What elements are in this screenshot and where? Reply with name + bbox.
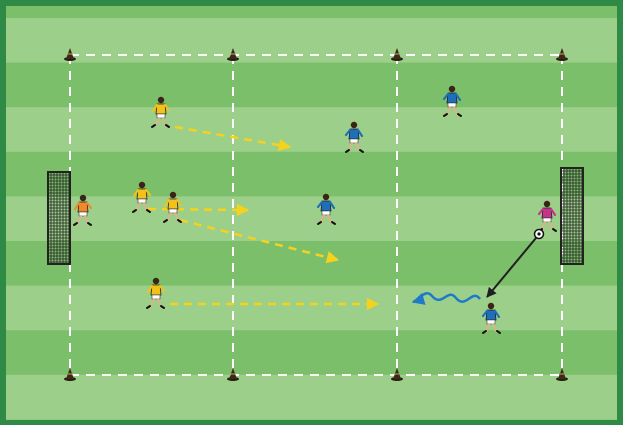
goal-icon bbox=[560, 167, 584, 265]
dribble-arrow bbox=[411, 292, 482, 305]
goal-right bbox=[560, 167, 584, 265]
grass-stripe bbox=[6, 18, 617, 64]
movement-arrows bbox=[147, 125, 537, 311]
grass-stripe bbox=[6, 374, 617, 420]
grass-stripe bbox=[6, 6, 617, 18]
cone-icon bbox=[227, 368, 239, 381]
player-icon bbox=[442, 85, 462, 117]
goal-left bbox=[47, 171, 71, 265]
run-arrow bbox=[174, 125, 292, 152]
player-icon bbox=[132, 181, 152, 213]
player-icon bbox=[344, 121, 364, 153]
player-icon bbox=[163, 191, 183, 223]
cone-icon bbox=[556, 48, 568, 61]
grass-stripes bbox=[6, 6, 617, 420]
player-icon bbox=[73, 194, 93, 226]
cone-icon bbox=[227, 48, 239, 61]
cone-icon bbox=[64, 48, 76, 61]
run-arrow bbox=[147, 203, 250, 217]
cone-icon bbox=[556, 368, 568, 381]
grass-stripe bbox=[6, 330, 617, 376]
cone-icon bbox=[64, 368, 76, 381]
cone-icon bbox=[391, 368, 403, 381]
player-icon bbox=[481, 302, 501, 334]
grass-stripe bbox=[6, 196, 617, 242]
ball-icon bbox=[533, 228, 545, 240]
grass-stripe bbox=[6, 285, 617, 331]
pass-arrow bbox=[486, 237, 537, 298]
players bbox=[73, 85, 557, 334]
grass-stripe bbox=[6, 151, 617, 197]
player-icon bbox=[316, 193, 336, 225]
cone-icon bbox=[391, 48, 403, 61]
player-icon bbox=[151, 96, 171, 128]
grass-stripe bbox=[6, 241, 617, 287]
goal-icon bbox=[47, 171, 71, 265]
cones bbox=[64, 48, 568, 381]
grass-stripe bbox=[6, 107, 617, 153]
grass-stripe bbox=[6, 62, 617, 108]
player-icon bbox=[146, 277, 166, 309]
